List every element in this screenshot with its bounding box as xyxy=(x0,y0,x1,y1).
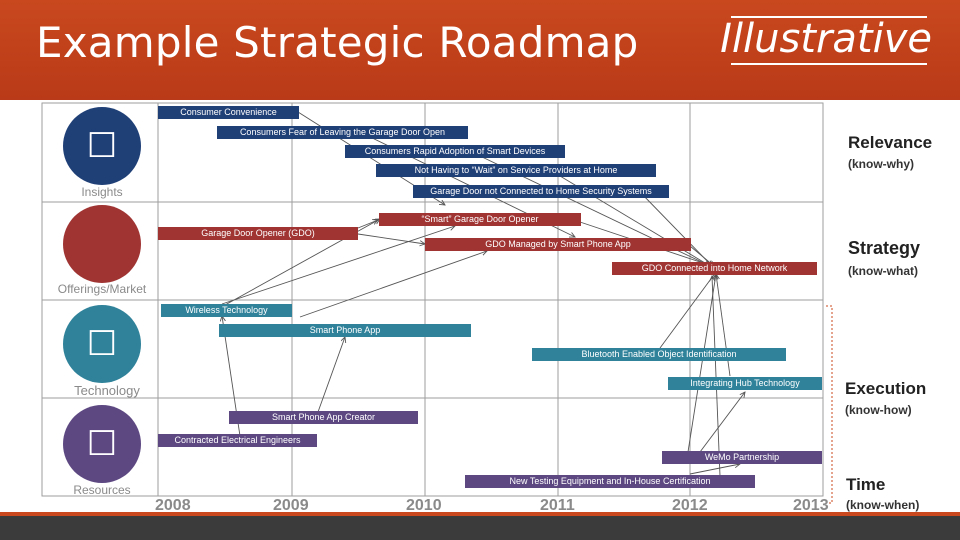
strategy-sub: (know-what) xyxy=(848,264,918,278)
bar-gdo: Garage Door Opener (GDO) xyxy=(158,227,358,240)
bar-adoption-smart-devices: Consumers Rapid Adoption of Smart Device… xyxy=(345,145,565,158)
execution-heading: Execution xyxy=(845,379,927,398)
footer-accent xyxy=(0,512,960,516)
technology-glyph: ☐ xyxy=(86,324,118,364)
bar-testing-certification: New Testing Equipment and In-House Certi… xyxy=(465,475,755,488)
row-label-offerings: Offerings/Market xyxy=(57,282,147,296)
technology-icon: ☐ xyxy=(63,305,141,383)
insights-lightbulb-icon: ☐ xyxy=(63,107,141,185)
bar-consumer-convenience: Consumer Convenience xyxy=(158,106,299,119)
bar-gdo-smart-phone-app: GDO Managed by Smart Phone App xyxy=(425,238,691,251)
tag-underline xyxy=(731,63,927,65)
resources-people-icon: ☐ xyxy=(63,405,141,483)
illustrative-tag: Illustrative xyxy=(720,16,932,62)
people-glyph: ☐ xyxy=(86,424,118,464)
bar-not-connected-security: Garage Door not Connected to Home Securi… xyxy=(413,185,669,198)
strategy-heading: Strategy xyxy=(848,238,921,258)
row-label-insights: Insights xyxy=(81,185,123,199)
bar-fear-garage-open: Consumers Fear of Leaving the Garage Doo… xyxy=(217,126,468,139)
bar-smart-phone-app: Smart Phone App xyxy=(219,324,471,337)
bar-wait-service-providers: Not Having to “Wait” on Service Provider… xyxy=(376,164,656,177)
bar-contracted-engineers: Contracted Electrical Engineers xyxy=(158,434,317,447)
year-2012: 2012 xyxy=(672,497,708,514)
year-2008: 2008 xyxy=(155,497,191,514)
relevance-heading: Relevance xyxy=(848,133,933,152)
bar-wireless-technology: Wireless Technology xyxy=(161,304,292,317)
year-2011: 2011 xyxy=(540,497,575,514)
execution-sub: (know-how) xyxy=(845,403,912,417)
offerings-market-icon xyxy=(63,205,141,283)
execution-bracket xyxy=(826,305,833,504)
year-2009: 2009 xyxy=(273,497,309,514)
slide-title: Example Strategic Roadmap xyxy=(36,18,639,67)
row-label-technology: Technology xyxy=(74,383,140,398)
row-label-resources: Resources xyxy=(73,483,131,497)
market-glyph xyxy=(63,205,141,283)
year-2010: 2010 xyxy=(406,497,442,514)
lightbulb-glyph: ☐ xyxy=(86,126,118,166)
relevance-sub: (know-why) xyxy=(848,157,914,171)
bar-bluetooth-object-id: Bluetooth Enabled Object Identification xyxy=(532,348,786,361)
bar-smart-phone-app-creator: Smart Phone App Creator xyxy=(229,411,418,424)
footer-bar xyxy=(0,512,960,540)
tag-overline xyxy=(731,16,927,18)
time-heading: Time xyxy=(846,475,886,494)
bar-gdo-home-network: GDO Connected into Home Network xyxy=(612,262,817,275)
bar-wemo-partnership: WeMo Partnership xyxy=(662,451,822,464)
time-sub: (know-when) xyxy=(846,498,920,512)
bar-integrating-hub: Integrating Hub Technology xyxy=(668,377,822,390)
bar-smart-gdo: “Smart” Garage Door Opener xyxy=(379,213,581,226)
year-2013: 2013 xyxy=(793,497,829,514)
